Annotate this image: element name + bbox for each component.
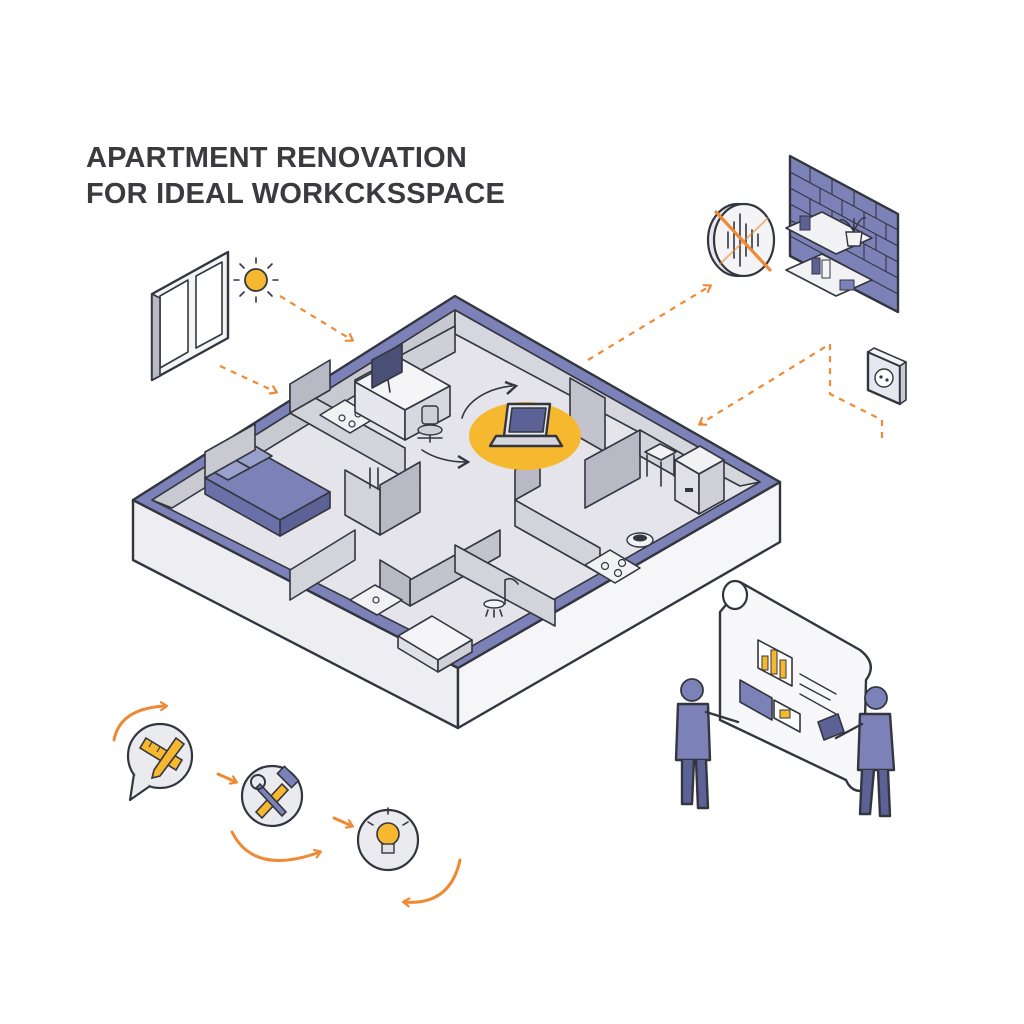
bed-icon (204, 423, 331, 537)
cycle-arrow-bottom (230, 830, 320, 862)
sink-icon (349, 584, 403, 616)
power-arrow (700, 342, 884, 438)
side-table-icon (644, 443, 677, 487)
step-arrow-1 (216, 772, 236, 782)
shower-icon (483, 577, 519, 618)
window-arrow (219, 365, 276, 392)
bathtub-icon (397, 615, 473, 673)
sunlight-arrow (279, 295, 352, 340)
laptop-workspace-highlight (421, 380, 581, 470)
wrench-hammer-icon (250, 765, 300, 820)
window-icon (150, 250, 230, 382)
ruler-pencil-icon (138, 736, 186, 780)
title-line-2: FOR IDEAL WORKCKSSPACE (86, 178, 506, 210)
person-right (817, 686, 896, 818)
desk-icon (354, 343, 451, 441)
power-outlet-icon (866, 347, 907, 406)
lightbulb-icon (367, 807, 409, 854)
laptop-icon (488, 402, 564, 448)
plant-icon (839, 217, 867, 247)
apartment-floor-plan (131, 294, 782, 730)
cycle-arrow-return (404, 858, 462, 902)
cooktop-icon (584, 549, 641, 584)
step-arrow-2 (332, 816, 352, 826)
cycle-arrow-top (112, 706, 166, 742)
sun-icon (233, 257, 279, 303)
dining-icon (369, 467, 379, 489)
noise-cancel-icon (706, 202, 776, 278)
process-steps (112, 706, 462, 902)
fridge-icon (674, 445, 725, 515)
step-plan (126, 722, 194, 802)
person-left (674, 678, 740, 810)
brick-shelf-icon (785, 154, 900, 314)
blueprint-icon (718, 579, 874, 793)
step-build (240, 764, 304, 828)
title-line-1: APARTMENT RENOVATION (86, 142, 467, 174)
noise-arrow (587, 286, 710, 361)
office-chair-icon (417, 405, 443, 443)
step-idea (356, 807, 420, 872)
page-title: APARTMENT RENOVATION FOR IDEAL WORKCKSSP… (86, 140, 505, 212)
toilet-icon (626, 532, 654, 548)
